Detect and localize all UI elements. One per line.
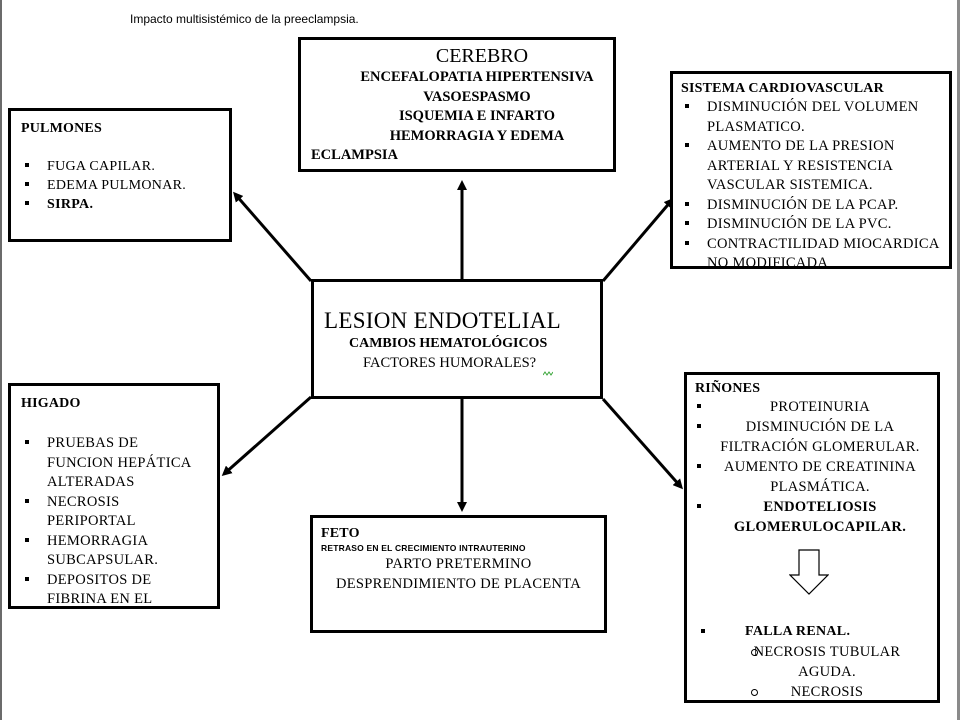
higado-box: HIGADO PRUEBAS DE FUNCION HEPÁTICA ALTER… <box>8 383 220 609</box>
center-title: LESION ENDOTELIAL <box>324 308 561 333</box>
cerebro-title: CEREBRO <box>435 45 529 67</box>
window-left-edge <box>0 0 2 720</box>
falla-renal-sublist: NECROSIS TUBULAR AGUDA. NECROSIS <box>695 642 929 700</box>
list-item: DISMINUCIÓN DE LA PCAP. <box>681 196 941 216</box>
list-item: PROTEINURIA <box>695 397 929 417</box>
cerebro-box: CEREBRO ENCEFALOPATIA HIPERTENSIVA VASOE… <box>298 37 616 172</box>
lesion-endotelial-box: LESION ENDOTELIAL CAMBIOS HEMATOLÓGICOS … <box>311 279 603 399</box>
cardiovascular-box: SISTEMA CARDIOVASCULAR DISMINUCIÓN DEL V… <box>670 71 952 269</box>
list-item: DISMINUCIÓN DE LA PVC. <box>681 215 941 235</box>
feto-box: FETO RETRASO EN EL CRECIMIENTO INTRAUTER… <box>310 515 607 633</box>
list-item: AUMENTO DE CREATININA PLASMÁTICA. <box>695 457 929 497</box>
list-item: ENDOTELIOSIS GLOMERULOCAPILAR. <box>695 497 929 537</box>
list-item: NECROSIS TUBULAR AGUDA. <box>695 642 929 682</box>
spellcheck-squiggle-icon <box>543 371 553 376</box>
cardiovascular-title: SISTEMA CARDIOVASCULAR <box>681 81 884 96</box>
arrow-to-higado <box>221 395 312 476</box>
window-right-edge <box>957 0 960 720</box>
cerebro-line: ISQUEMIA E INFARTO <box>398 108 556 124</box>
center-line-hematologicos: CAMBIOS HEMATOLÓGICOS <box>349 336 548 351</box>
list-item: FUGA CAPILAR. <box>21 157 219 176</box>
figure-caption: Impacto multisistémico de la preeclampsi… <box>130 12 359 26</box>
cardiovascular-list: DISMINUCIÓN DEL VOLUMEN PLASMATICO. AUME… <box>681 98 941 266</box>
cerebro-line: HEMORRAGIA Y EDEMA <box>389 127 565 144</box>
list-item: NECROSIS PERIPORTAL <box>21 493 207 532</box>
list-item: EDEMA PULMONAR. <box>21 176 219 195</box>
list-item: FALLA RENAL. <box>695 622 929 642</box>
list-item: DEPOSITOS DE FIBRINA EN EL <box>21 571 207 606</box>
arrow-to-cardio <box>601 197 674 282</box>
feto-line-retraso: RETRASO EN EL CRECIMIENTO INTRAUTERINO <box>321 543 526 553</box>
rinones-list: PROTEINURIA DISMINUCIÓN DE LA FILTRACIÓN… <box>695 397 929 537</box>
list-item: NECROSIS <box>695 682 929 700</box>
pulmones-box: PULMONES FUGA CAPILAR. EDEMA PULMONAR. S… <box>8 108 232 242</box>
arrow-to-pulmones <box>233 191 313 282</box>
pulmones-title: PULMONES <box>21 121 102 136</box>
higado-list: PRUEBAS DE FUNCION HEPÁTICA ALTERADAS NE… <box>21 434 207 606</box>
list-item: CONTRACTILIDAD MIOCARDICA NO MODIFICADA <box>681 235 941 266</box>
feto-line-desprendimiento: DESPRENDIMIENTO DE PLACENTA <box>335 576 582 592</box>
feto-line-parto: PARTO PRETERMINO <box>385 556 532 572</box>
cerebro-line-eclampsia: ECLAMPSIA <box>311 147 399 163</box>
list-item: DISMINUCIÓN DEL VOLUMEN PLASMATICO. <box>681 98 941 137</box>
cerebro-line: ENCEFALOPATIA HIPERTENSIVA <box>360 69 594 85</box>
cerebro-line: VASOESPASMO <box>423 88 531 105</box>
falla-renal-list: FALLA RENAL. <box>695 622 929 642</box>
list-item: PRUEBAS DE FUNCION HEPÁTICA ALTERADAS <box>21 434 207 493</box>
list-item: SIRPA. <box>21 195 219 214</box>
list-item: AUMENTO DE LA PRESION ARTERIAL Y RESISTE… <box>681 137 941 196</box>
down-arrow-icon <box>788 549 830 595</box>
arrow-to-rinones <box>601 398 683 490</box>
list-item: DISMINUCIÓN DE LA FILTRACIÓN GLOMERULAR. <box>695 417 929 457</box>
higado-title: HIGADO <box>21 396 81 411</box>
rinones-title: RIÑONES <box>695 381 761 396</box>
list-item: HEMORRAGIA SUBCAPSULAR. <box>21 532 207 571</box>
pulmones-list: FUGA CAPILAR. EDEMA PULMONAR. SIRPA. <box>21 157 219 214</box>
feto-title: FETO <box>321 526 360 541</box>
center-line-humorales: FACTORES HUMORALES? <box>363 355 537 371</box>
rinones-box: RIÑONES PROTEINURIA DISMINUCIÓN DE LA FI… <box>684 372 940 703</box>
